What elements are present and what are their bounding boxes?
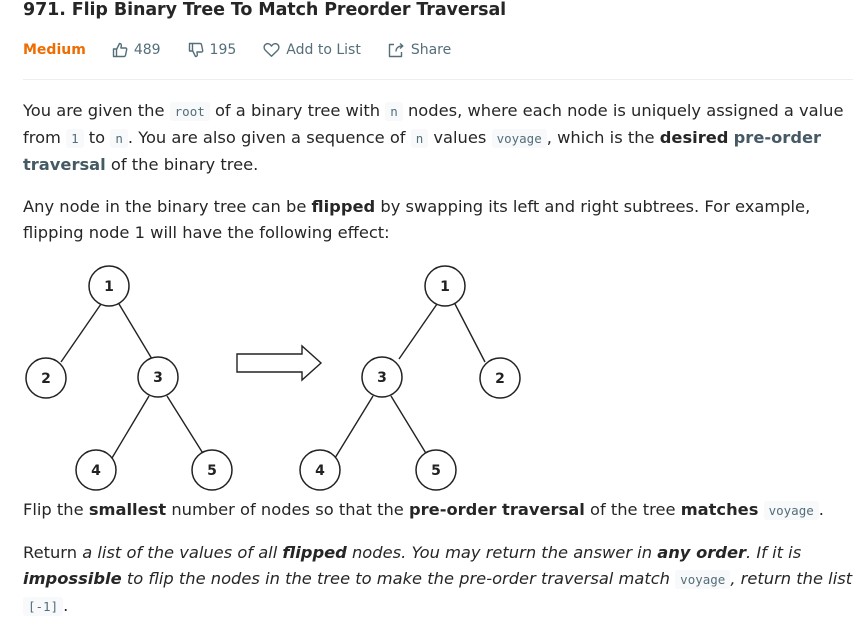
- share-label: Share: [410, 42, 452, 58]
- tree-node: [424, 265, 466, 307]
- text: of a binary tree with: [209, 101, 386, 120]
- italic-text: to flip the nodes in the tree to make th…: [121, 569, 676, 588]
- text: .: [63, 596, 69, 615]
- tree-node: [88, 265, 130, 307]
- text: [758, 500, 763, 519]
- tree-flip-diagram: 1 2 3 4 5 1 3 2 4 5: [25, 265, 521, 491]
- description-paragraph-4: Return a list of the values of all flipp…: [23, 540, 853, 620]
- bold-italic-text: any order: [657, 543, 747, 562]
- inline-code: voyage: [675, 570, 731, 589]
- pre-order-traversal-link[interactable]: pre-order traversal: [23, 128, 822, 174]
- tree-node-label: 4: [315, 463, 325, 479]
- text: of the binary tree.: [105, 155, 259, 174]
- text: Flip the: [23, 500, 89, 519]
- text: .: [818, 500, 824, 519]
- text: to: [83, 128, 111, 147]
- share-button[interactable]: Share: [388, 42, 451, 58]
- tree-node-label: 4: [91, 463, 101, 479]
- text: , which is the: [546, 128, 660, 147]
- text: . You are also given a sequence of: [127, 128, 411, 147]
- add-to-list-label: Add to List: [286, 42, 361, 58]
- arrow-right-icon: [236, 344, 323, 382]
- problem-meta-bar: Medium 489 195 Add to List Share: [23, 40, 478, 60]
- share-icon: [388, 42, 404, 58]
- inline-code: root: [169, 102, 210, 121]
- italic-text: nodes. You may return the answer in: [346, 543, 658, 562]
- inline-code: voyage: [491, 129, 547, 148]
- tree-node-label: 5: [431, 463, 441, 479]
- problem-title: 971. Flip Binary Tree To Match Preorder …: [23, 0, 507, 20]
- text: You are given the: [23, 101, 170, 120]
- bold-text: pre-order traversal: [408, 500, 585, 519]
- text: number of nodes so that the: [166, 500, 409, 519]
- thumbs-down-icon: [188, 42, 203, 58]
- thumbs-up-icon: [112, 42, 128, 58]
- inline-code: n: [410, 129, 429, 148]
- text: values: [428, 128, 492, 147]
- description-paragraph-3: Flip the smallest number of nodes so tha…: [23, 497, 853, 524]
- tree-node-label: 1: [104, 279, 114, 295]
- bold-text: matches: [680, 500, 759, 519]
- likes-count: 489: [133, 42, 161, 58]
- tree-node: [479, 357, 521, 399]
- bold-text: desired: [659, 128, 729, 147]
- dislikes-count: 195: [209, 42, 237, 58]
- tree-node-label: 3: [377, 370, 387, 386]
- description-paragraph-1: You are given the root of a binary tree …: [23, 98, 853, 178]
- inline-code: 1: [66, 129, 84, 148]
- bold-text: flipped: [311, 197, 376, 216]
- tree-node: [415, 449, 457, 491]
- inline-code: n: [110, 129, 128, 148]
- bold-italic-text: flipped: [282, 543, 347, 562]
- text: by swapping its left and right subtrees.…: [23, 197, 811, 242]
- tree-edges: [60, 303, 486, 459]
- difficulty-badge: Medium: [23, 42, 86, 58]
- tree-node-label: 5: [207, 463, 217, 479]
- italic-text: a list of the values of all: [82, 543, 283, 562]
- text: of the tree: [584, 500, 681, 519]
- text: Any node in the binary tree can be: [23, 197, 312, 216]
- bold-text: smallest: [88, 500, 167, 519]
- tree-node: [299, 449, 341, 491]
- text: nodes, where each node is uniquely assig…: [23, 101, 844, 147]
- tree-before: [25, 265, 233, 491]
- tree-node: [191, 449, 233, 491]
- bold-italic-text: impossible: [23, 569, 122, 588]
- tree-node: [137, 356, 179, 398]
- heart-icon: [263, 42, 280, 57]
- inline-code: [-1]: [23, 597, 64, 616]
- like-button[interactable]: 489: [112, 42, 161, 58]
- inline-code: voyage: [763, 501, 819, 520]
- header-divider: [23, 79, 853, 80]
- tree-after: [299, 265, 521, 491]
- inline-code: n: [385, 102, 403, 121]
- tree-node-label: 2: [41, 371, 51, 387]
- tree-node: [75, 449, 117, 491]
- description-paragraph-2: Any node in the binary tree can be flipp…: [23, 194, 853, 246]
- tree-node: [361, 356, 403, 398]
- italic-text: , return the list: [730, 569, 853, 588]
- italic-text: . If it is: [746, 543, 802, 562]
- tree-node-label: 1: [440, 279, 450, 295]
- dislike-button[interactable]: 195: [188, 42, 237, 58]
- tree-node-label: 3: [153, 370, 163, 386]
- add-to-list-button[interactable]: Add to List: [263, 42, 361, 58]
- text: Return: [23, 543, 83, 562]
- tree-node: [25, 357, 67, 399]
- tree-node-label: 2: [495, 371, 505, 387]
